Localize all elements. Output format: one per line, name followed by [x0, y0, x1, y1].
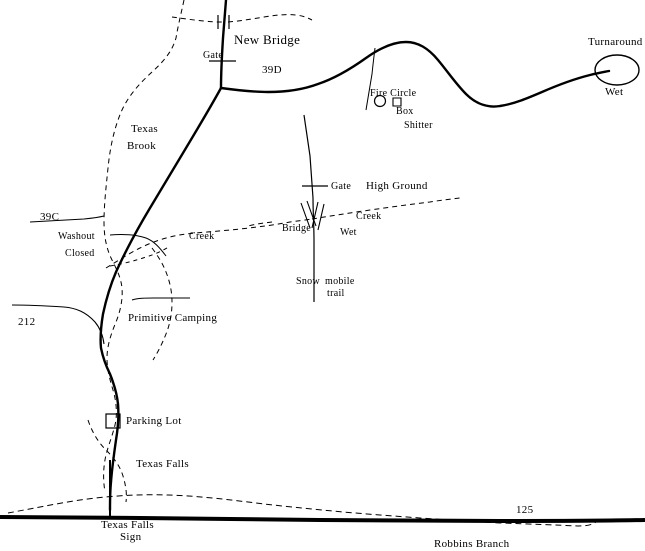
snowmobile-trail: [303, 114, 315, 302]
route-39c-road: [29, 215, 105, 223]
label-robbins-branch: Robbins Branch: [434, 538, 510, 550]
label-route-39d: 39D: [262, 64, 282, 76]
robbins-branch-stream: [7, 494, 597, 527]
label-gate-center: Gate: [331, 181, 352, 192]
label-parking-lot: Parking Lot: [126, 415, 182, 427]
fire-circle-symbol: [373, 94, 387, 108]
label-wet-center: Wet: [340, 227, 357, 238]
label-primitive-camping: Primitive Camping: [128, 312, 218, 324]
primitive-camping-leader: [131, 297, 191, 301]
label-creek-left: Creek: [189, 231, 215, 242]
washout-leader-line: [109, 233, 167, 257]
label-gate-north: Gate: [203, 50, 224, 61]
label-high-ground: High Ground: [366, 180, 428, 192]
texas-brook-trail: [99, 86, 223, 512]
label-texas-falls-sign-line1: Texas Falls: [101, 519, 154, 531]
creek-west-spur: [247, 221, 273, 227]
label-fire-circle: Fire Circle: [370, 88, 417, 99]
label-texas-brook-line2: Brook: [127, 140, 156, 152]
texas-brook-west-branch: [171, 16, 225, 23]
parking-lot-symbol: [105, 413, 121, 429]
new-bridge-road-north: [219, 0, 228, 90]
label-route-212: 212: [18, 316, 36, 328]
route-125-road: [0, 515, 645, 524]
creek-left-stream: [105, 218, 313, 269]
label-texas-falls-sign-line2: Sign: [120, 531, 142, 543]
label-bridge-center: Bridge: [282, 223, 312, 234]
label-texas-falls: Texas Falls: [136, 458, 189, 470]
route-212-road: [11, 304, 105, 345]
label-snowmobile-line3: trail: [327, 288, 345, 299]
creek-center-stream: [311, 197, 461, 220]
label-snowmobile-line2: mobile: [325, 276, 355, 287]
label-turnaround: Turnaround: [588, 36, 643, 48]
label-route-125: 125: [516, 504, 534, 516]
bridge-center-marker: [300, 200, 325, 231]
label-creek-center: Creek: [356, 211, 382, 222]
texas-falls-dashed-loop: [87, 419, 127, 503]
upper-stream-east: [227, 14, 313, 23]
label-new-bridge: New Bridge: [234, 32, 301, 47]
turnaround-symbol: [594, 54, 640, 86]
fire-circle-leader: [365, 47, 376, 111]
secondary-dashed-trace: [151, 247, 173, 361]
label-washout: Washout: [58, 231, 95, 242]
label-snowmobile-line1: Snow: [296, 276, 320, 287]
label-closed: Closed: [65, 248, 95, 259]
label-shitter: Shitter: [404, 120, 433, 131]
label-box: Box: [396, 106, 414, 117]
label-wet-turnaround: Wet: [605, 86, 624, 98]
route-39d-road: [219, 40, 611, 108]
box-symbol: [392, 97, 402, 107]
label-texas-brook-line1: Texas: [131, 123, 158, 135]
texas-brook-stream: [103, 0, 185, 493]
new-bridge-crossing: [217, 15, 230, 29]
label-route-39c: 39C: [40, 211, 60, 223]
